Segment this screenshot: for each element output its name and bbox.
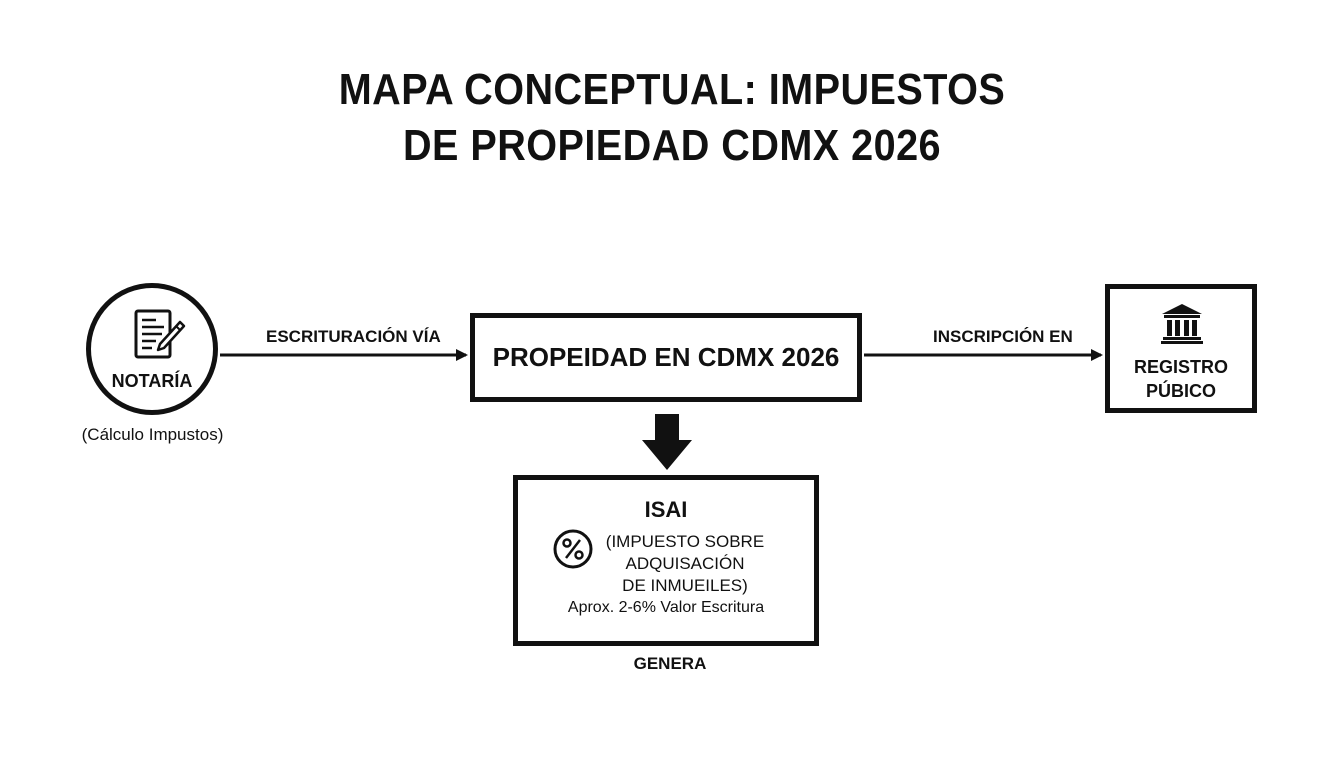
down-arrow-icon — [642, 414, 692, 470]
propiedad-label: PROPEIDAD EN CDMX 2026 — [492, 342, 840, 372]
document-pen-icon — [134, 309, 186, 359]
edge-label-genera: GENERA — [633, 654, 707, 673]
notaria-node: NOTARÍA — [86, 283, 218, 415]
diagram-title: MAPA CONCEPTUAL: IMPUESTOS DE PROPIEDAD … — [67, 62, 1277, 174]
isai-title: ISAI — [644, 497, 688, 522]
notaria-label: NOTARÍA — [111, 371, 193, 391]
isai-note: Aprox. 2-6% Valor Escritura — [567, 599, 765, 616]
registro-label-line-1: REGISTRO — [1133, 357, 1228, 377]
notaria-sublabel: (Cálculo Impustos) — [81, 425, 224, 444]
percent-icon — [553, 529, 593, 569]
bank-building-icon — [1161, 304, 1203, 344]
registro-label-line-2: PÚBICO — [1145, 381, 1216, 401]
title-line-2: DE PROPIEDAD CDMX 2026 — [402, 121, 942, 170]
edge-label-inscripcion: INSCRIPCIÓN EN — [933, 327, 1073, 346]
propiedad-node: PROPEIDAD EN CDMX 2026 — [470, 313, 862, 402]
isai-desc-line-2: ADQUISACIÓN — [625, 554, 745, 573]
isai-desc-line-1: (IMPUESTO SOBRE — [605, 532, 765, 551]
isai-description: (IMPUESTO SOBRE ADQUISACIÓN DE INMUEILES… — [600, 531, 770, 597]
edge-label-escrituracion: ESCRITURACIÓN VÍA — [266, 327, 441, 346]
isai-node: ISAI (IMPUESTO SOBRE ADQUISACIÓN DE INMU… — [513, 475, 819, 646]
registro-label: REGISTRO PÚBICO — [1110, 355, 1252, 403]
registro-node: REGISTRO PÚBICO — [1105, 284, 1257, 413]
title-line-1: MAPA CONCEPTUAL: IMPUESTOS — [338, 65, 1006, 114]
isai-desc-line-3: DE INMUEILES) — [622, 576, 748, 595]
